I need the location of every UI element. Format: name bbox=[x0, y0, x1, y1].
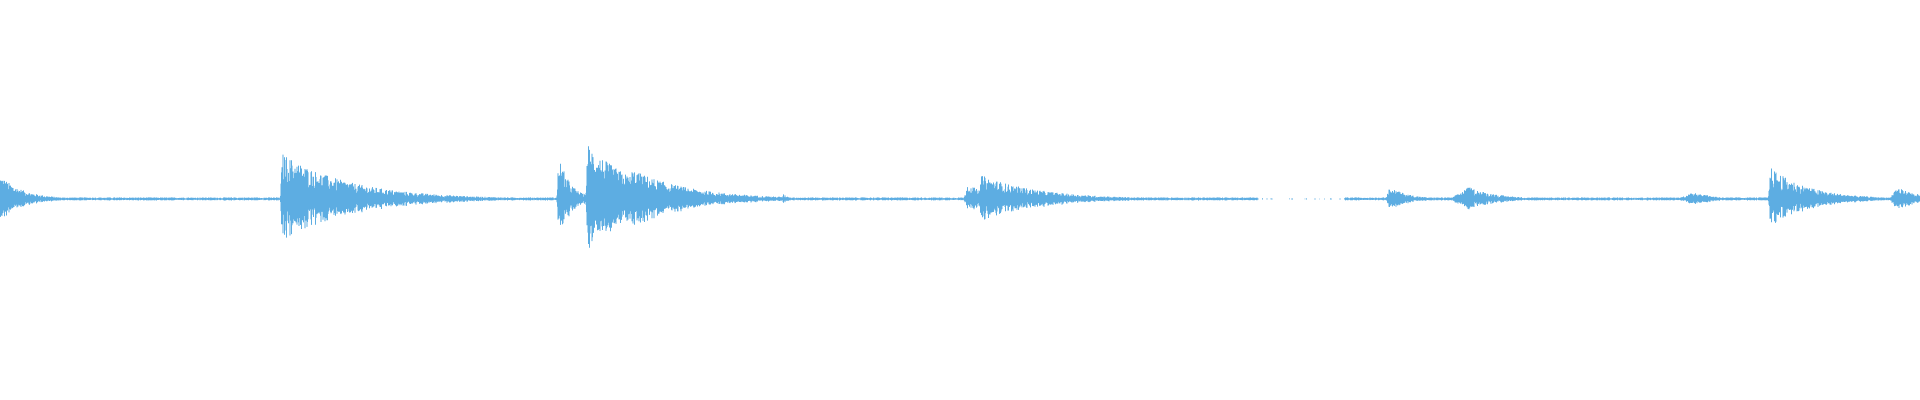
waveform-trace bbox=[0, 146, 1920, 248]
